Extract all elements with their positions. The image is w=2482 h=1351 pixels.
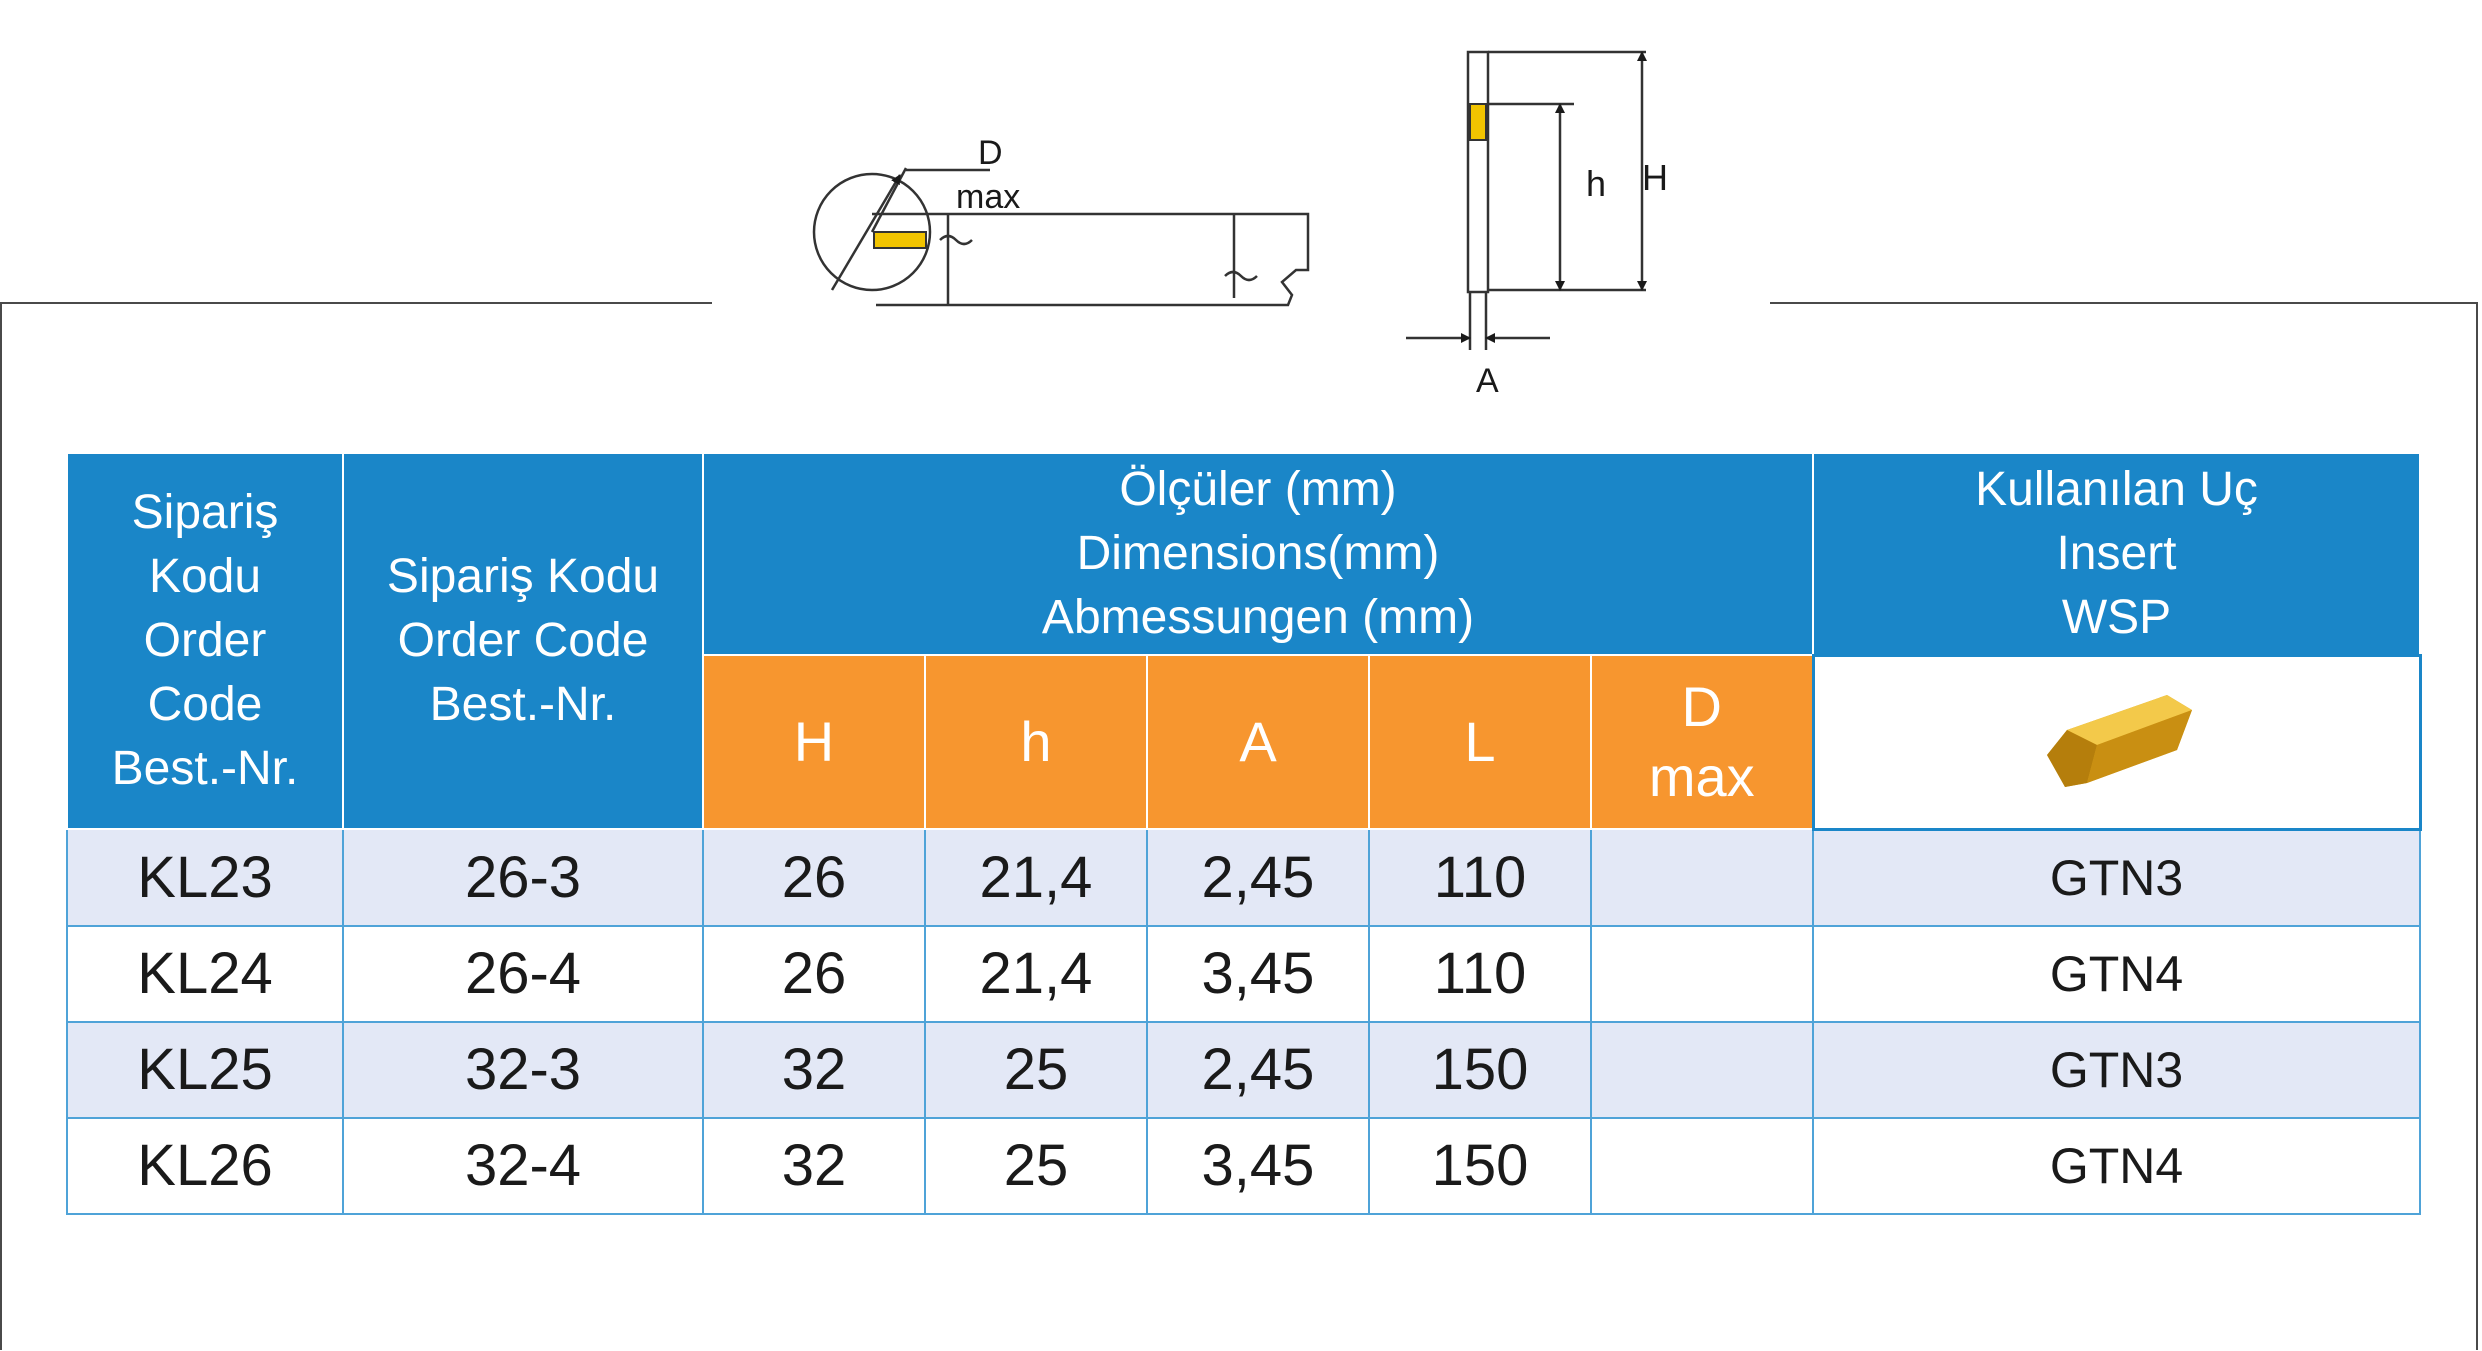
cell-H: 26 bbox=[702, 924, 926, 1023]
header-order-code-1: Sipariş Kodu Order Code Best.-Nr. bbox=[66, 452, 344, 830]
header-text: D bbox=[1681, 675, 1722, 738]
drawing-label-h-small: h bbox=[1586, 163, 1606, 204]
header-A: A bbox=[1146, 654, 1370, 830]
cell-code2: 32-4 bbox=[342, 1116, 704, 1215]
header-text: Order bbox=[143, 614, 267, 667]
header-text: Kodu bbox=[148, 550, 262, 603]
header-h: h bbox=[924, 654, 1148, 830]
header-text: Code bbox=[147, 678, 263, 731]
header-text: Insert bbox=[2056, 526, 2177, 580]
insert-marker bbox=[873, 231, 927, 249]
header-text: Sipariş Kodu bbox=[386, 550, 660, 603]
table-row: KL26 32-4 32 25 3,45 150 GTN4 bbox=[66, 1116, 2421, 1215]
cell-code1: KL26 bbox=[66, 1116, 344, 1215]
insert-picture bbox=[2046, 694, 2192, 787]
header-text: Best.-Nr. bbox=[429, 678, 617, 731]
cell-code2: 26-3 bbox=[342, 828, 704, 927]
cell-Dmax bbox=[1590, 1020, 1814, 1119]
cell-A: 3,45 bbox=[1146, 924, 1370, 1023]
header-text: Abmessungen (mm) bbox=[1041, 591, 1475, 644]
cell-Dmax bbox=[1590, 924, 1814, 1023]
cell-code2: 32-3 bbox=[342, 1020, 704, 1119]
cell-A: 2,45 bbox=[1146, 1020, 1370, 1119]
cell-h: 21,4 bbox=[924, 828, 1148, 927]
header-text: Best.-Nr. bbox=[111, 742, 299, 795]
header-text: Dimensions(mm) bbox=[1076, 527, 1440, 580]
front-view-drawing bbox=[1406, 50, 1647, 350]
insert-marker-front bbox=[1469, 103, 1487, 141]
header-text: max bbox=[1648, 745, 1755, 808]
table-row: KL25 32-3 32 25 2,45 150 GTN3 bbox=[66, 1020, 2421, 1119]
cell-L: 150 bbox=[1368, 1020, 1592, 1119]
drawing-label-d: D bbox=[978, 134, 1003, 172]
cell-H: 32 bbox=[702, 1020, 926, 1119]
cell-H: 32 bbox=[702, 1116, 926, 1215]
header-Dmax: D max bbox=[1590, 654, 1814, 830]
frame-gap bbox=[712, 290, 1770, 314]
insert-image-cell bbox=[1811, 653, 2422, 831]
drawing-label-h-big: H bbox=[1642, 157, 1668, 198]
cell-h: 21,4 bbox=[924, 924, 1148, 1023]
cell-H: 26 bbox=[702, 828, 926, 927]
cell-code1: KL23 bbox=[66, 828, 344, 927]
drawing-label-max: max bbox=[956, 178, 1020, 216]
cell-L: 150 bbox=[1368, 1116, 1592, 1215]
header-text: Ölçüler (mm) bbox=[1119, 463, 1397, 516]
cell-Dmax bbox=[1590, 1116, 1814, 1215]
cell-h: 25 bbox=[924, 1020, 1148, 1119]
header-text: Kullanılan Uç bbox=[1975, 462, 2258, 516]
header-order-code-2: Sipariş Kodu Order Code Best.-Nr. bbox=[342, 452, 704, 830]
header-insert: Kullanılan Uç Insert WSP bbox=[1812, 452, 2421, 656]
cell-insert: GTN4 bbox=[1812, 1116, 2421, 1215]
cell-code1: KL24 bbox=[66, 924, 344, 1023]
cell-L: 110 bbox=[1368, 828, 1592, 927]
header-dimensions: Ölçüler (mm) Dimensions(mm) Abmessungen … bbox=[702, 452, 1814, 656]
header-H: H bbox=[702, 654, 926, 830]
header-L: L bbox=[1368, 654, 1592, 830]
table-row: KL23 26-3 26 21,4 2,45 110 GTN3 bbox=[66, 828, 2421, 927]
spec-table: Sipariş Kodu Order Code Best.-Nr. Sipari… bbox=[66, 452, 2422, 1215]
cell-L: 110 bbox=[1368, 924, 1592, 1023]
cell-A: 3,45 bbox=[1146, 1116, 1370, 1215]
header-text: Order Code bbox=[397, 614, 649, 667]
cell-h: 25 bbox=[924, 1116, 1148, 1215]
cell-A: 2,45 bbox=[1146, 828, 1370, 927]
cell-insert: GTN3 bbox=[1812, 828, 2421, 927]
cell-Dmax bbox=[1590, 828, 1814, 927]
cell-insert: GTN4 bbox=[1812, 924, 2421, 1023]
drawing-label-a: A bbox=[1476, 362, 1499, 400]
header-text: Sipariş bbox=[131, 486, 279, 539]
table-row: KL24 26-4 26 21,4 3,45 110 GTN4 bbox=[66, 924, 2421, 1023]
side-view-drawing bbox=[812, 167, 1310, 307]
header-text: WSP bbox=[2061, 590, 2172, 644]
technical-drawings: D max h H A bbox=[812, 50, 1668, 400]
cell-code2: 26-4 bbox=[342, 924, 704, 1023]
cell-insert: GTN3 bbox=[1812, 1020, 2421, 1119]
cell-code1: KL25 bbox=[66, 1020, 344, 1119]
